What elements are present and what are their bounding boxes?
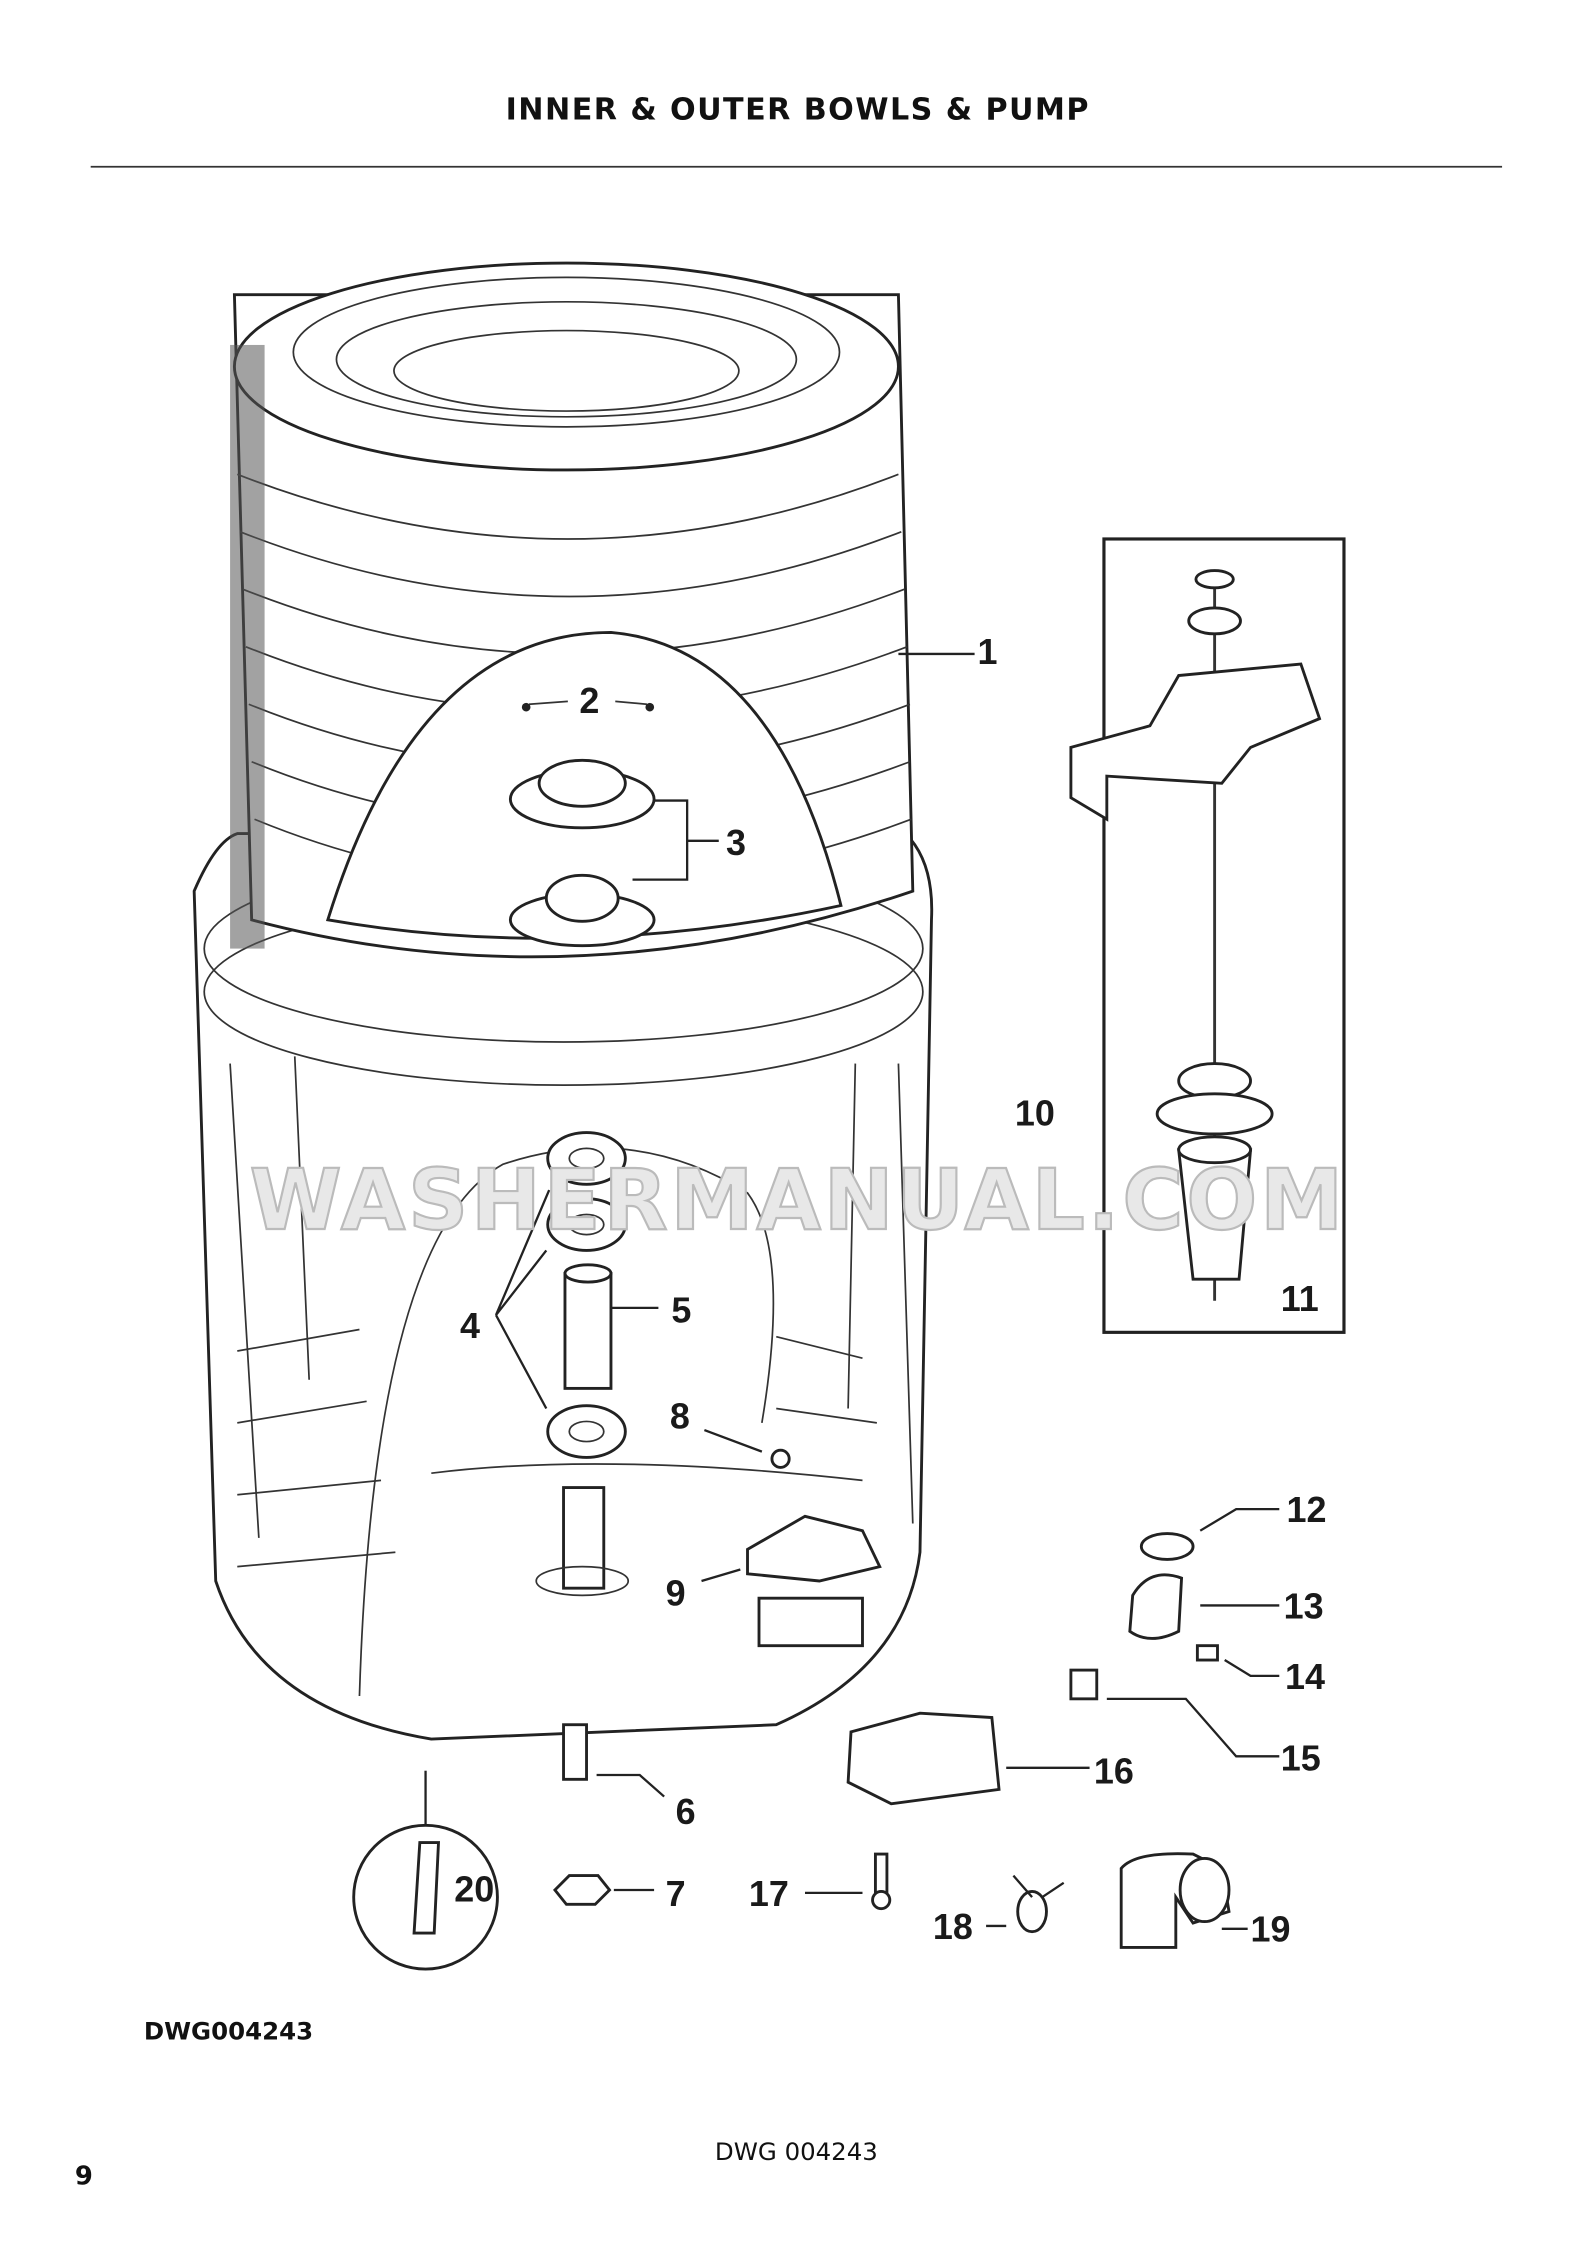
callout-2: 2 [579,680,599,721]
callout-5: 5 [671,1289,691,1330]
bearings-and-tube-drawing [352,1131,882,1971]
callout-15: 15 [1281,1738,1321,1779]
callout-7: 7 [666,1873,686,1914]
callout-6: 6 [676,1791,696,1832]
inner-tub-drawing [230,261,975,959]
callout-14: 14 [1285,1656,1325,1697]
small-parts-drawing [804,1507,1280,1949]
callout-16: 16 [1094,1751,1134,1792]
page-title: INNER & OUTER BOWLS & PUMP [506,92,1090,127]
outer-tub-drawing [192,832,934,1741]
drawing-label: DWG004243 [144,2016,313,2045]
part-11-drawing [1069,537,1346,1334]
callout-11: 11 [1281,1278,1319,1319]
callout-10: 10 [1015,1092,1055,1133]
callout-19: 19 [1251,1909,1291,1950]
callout-13: 13 [1284,1585,1324,1626]
callout-1: 1 [977,631,997,672]
callout-18: 18 [933,1906,973,1947]
callout-8: 8 [670,1396,690,1437]
page-number: 9 [75,2162,93,2192]
callout-17: 17 [749,1873,789,1914]
callout-20: 20 [454,1868,494,1909]
footer-drawing-number: DWG 004243 [715,2137,878,2166]
callout-4: 4 [460,1305,480,1346]
callout-3: 3 [726,822,746,863]
callout-12: 12 [1286,1489,1326,1530]
watermark: WASHERMANUAL.COM [250,1152,1346,1249]
callout-9: 9 [666,1572,686,1613]
